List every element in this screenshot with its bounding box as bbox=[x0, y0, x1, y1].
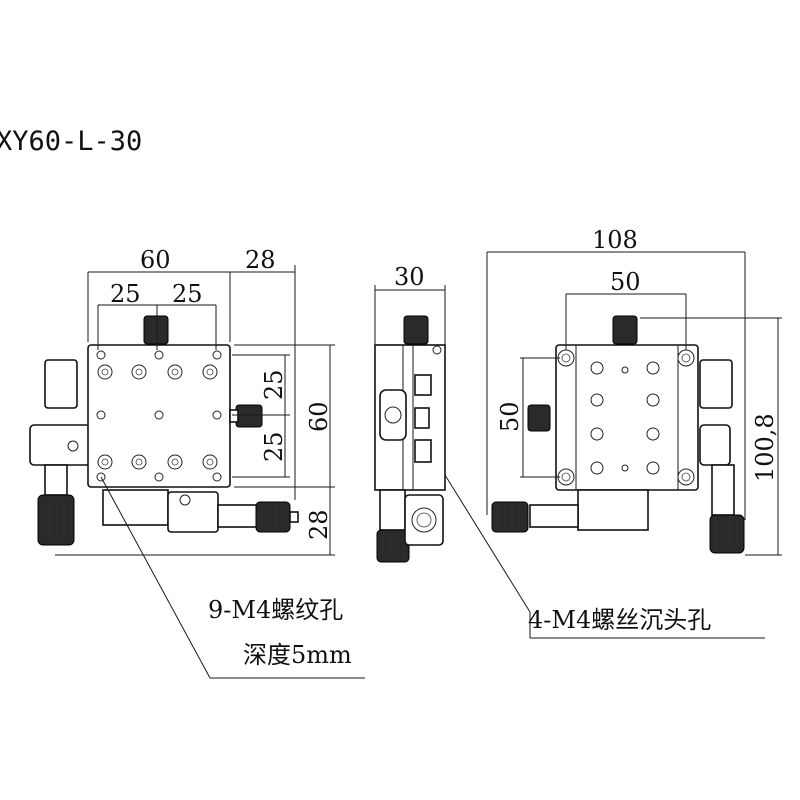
rear-inner-holes bbox=[590, 361, 660, 475]
front-view: 60 28 25 25 60 25 25 28 bbox=[29, 246, 365, 679]
dim-rear-total-height: 100,8 bbox=[751, 413, 779, 482]
rear-left-knob-icon bbox=[527, 404, 551, 432]
dim-rear-total-width: 108 bbox=[592, 226, 638, 254]
dim-side-thickness: 30 bbox=[394, 263, 425, 291]
dim-front-hole-spacing-right: 25 bbox=[172, 280, 203, 308]
rear-bottom-knob-icon bbox=[491, 501, 529, 533]
front-counterbore-holes bbox=[97, 364, 218, 470]
dim-front-height: 60 bbox=[305, 401, 333, 432]
dim-front-width: 60 bbox=[140, 246, 171, 274]
dim-rear-hole-spacing-vertical: 50 bbox=[496, 401, 524, 432]
front-bottom-knob-icon bbox=[255, 501, 291, 533]
rear-right-knob-icon bbox=[709, 514, 745, 554]
callout-tapped-holes: 9-M4螺纹孔 bbox=[208, 596, 343, 624]
callout-tapped-depth: 深度5mm bbox=[243, 641, 352, 669]
model-title: XY60-L-30 bbox=[0, 126, 142, 157]
dim-front-knob-extension: 28 bbox=[245, 246, 276, 274]
side-view: 30 bbox=[374, 263, 765, 639]
front-tapped-holes bbox=[96, 350, 222, 482]
side-top-knob-icon bbox=[403, 315, 429, 345]
side-bottom-knob-icon bbox=[376, 529, 410, 563]
dim-front-hole-spacing-upper: 25 bbox=[260, 369, 288, 400]
dim-front-hole-spacing-left: 25 bbox=[110, 280, 141, 308]
rear-view: 108 50 50 100,8 bbox=[486, 226, 782, 556]
rear-top-knob-icon bbox=[612, 315, 638, 345]
callout-countersunk-holes: 4-M4螺丝沉头孔 bbox=[528, 606, 711, 634]
front-left-knob-icon bbox=[37, 494, 75, 546]
front-right-knob-icon bbox=[235, 404, 263, 428]
dim-rear-hole-spacing-horizontal: 50 bbox=[610, 268, 641, 296]
front-top-knob-icon bbox=[143, 315, 169, 345]
rear-countersunk-holes bbox=[557, 349, 695, 486]
dim-front-bottom-extension: 28 bbox=[305, 509, 333, 540]
dim-front-hole-spacing-lower: 25 bbox=[260, 431, 288, 462]
